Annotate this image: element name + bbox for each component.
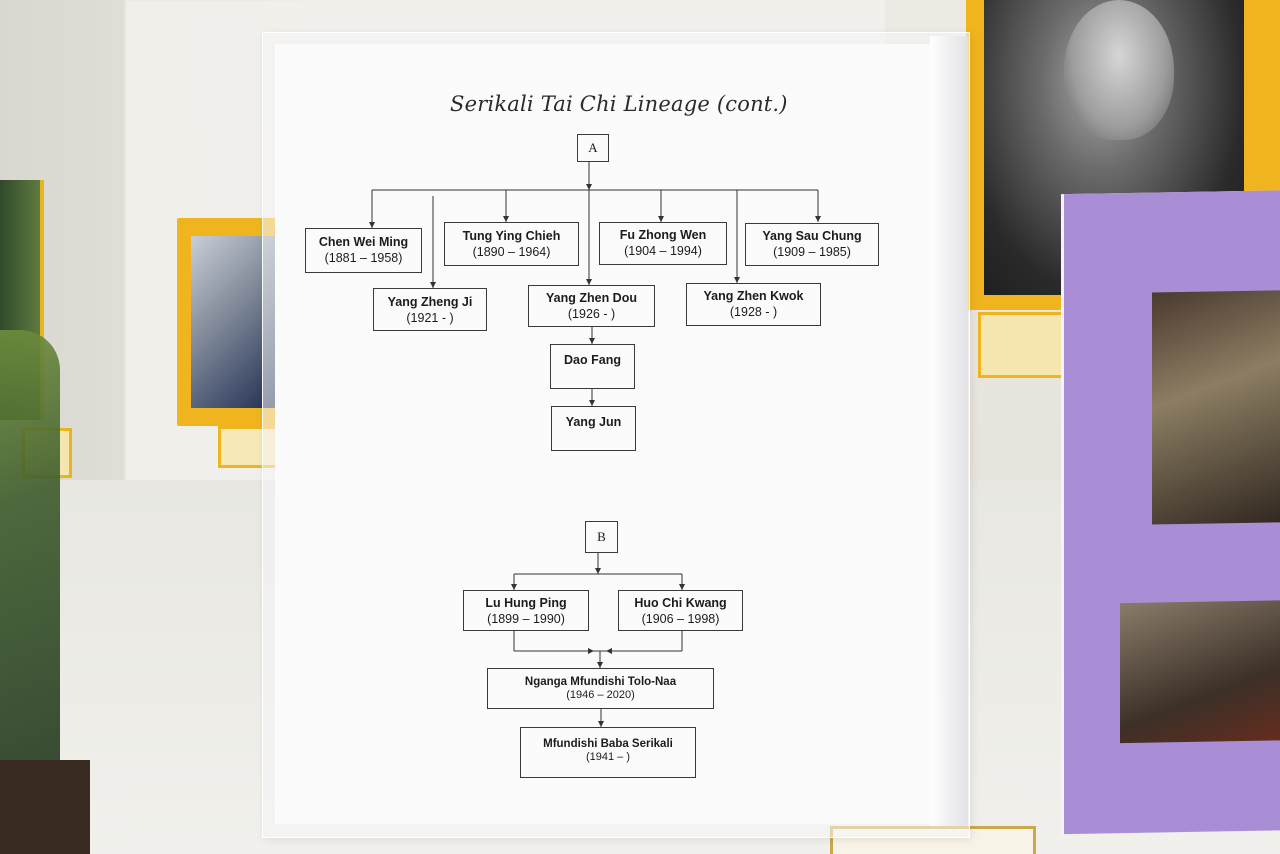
section-a-marker: A — [577, 134, 609, 162]
lineage-node: Fu Zhong Wen (1904 – 1994) — [599, 222, 727, 265]
node-dates: (1904 – 1994) — [624, 243, 702, 258]
lineage-node: Yang Zheng Ji (1921 - ) — [373, 288, 487, 331]
lineage-node: Nganga Mfundishi Tolo-Naa (1946 – 2020) — [487, 668, 714, 709]
node-name: Yang Zheng Ji — [387, 295, 473, 309]
node-dates: (1881 – 1958) — [324, 250, 403, 265]
node-name: Yang Jun — [565, 415, 622, 429]
section-b-marker: B — [585, 521, 618, 553]
node-name: Yang Sau Chung — [762, 229, 862, 243]
node-dates: (1941 – ) — [585, 751, 631, 764]
purple-booklet — [1064, 189, 1280, 835]
node-dates: (1921 - ) — [406, 310, 454, 325]
node-name: Huo Chi Kwang — [634, 596, 727, 610]
lineage-connectors — [369, 162, 821, 727]
lineage-node: Yang Sau Chung (1909 – 1985) — [745, 223, 879, 266]
node-name: Mfundishi Baba Serikali — [543, 738, 673, 750]
lineage-node: Mfundishi Baba Serikali (1941 – ) — [520, 727, 696, 778]
lineage-node: Tung Ying Chieh (1890 – 1964) — [444, 222, 579, 266]
node-dates: (1946 – 2020) — [566, 689, 635, 702]
node-name: Lu Hung Ping — [485, 596, 567, 610]
node-name: Nganga Mfundishi Tolo-Naa — [524, 676, 677, 688]
lineage-node: Yang Zhen Kwok (1928 - ) — [686, 283, 821, 326]
lineage-node: Yang Zhen Dou (1926 - ) — [528, 285, 655, 327]
node-name: Yang Zhen Dou — [546, 291, 637, 305]
lineage-node: Yang Jun — [551, 406, 636, 451]
node-name: Dao Fang — [564, 353, 621, 367]
lineage-node: Lu Hung Ping (1899 – 1990) — [463, 590, 589, 631]
node-name: Fu Zhong Wen — [619, 228, 707, 242]
lineage-node: Dao Fang — [550, 344, 635, 389]
node-dates: (1928 - ) — [729, 304, 778, 319]
node-dates: (1906 – 1998) — [641, 611, 720, 626]
acrylic-holder-edge — [930, 36, 968, 826]
node-dates: (1899 – 1990) — [487, 611, 565, 626]
lineage-node: Chen Wei Ming (1881 – 1958) — [305, 228, 422, 273]
node-dates: (1909 – 1985) — [773, 244, 851, 259]
lineage-sheet: Serikali Tai Chi Lineage (cont.) A Chen … — [275, 44, 930, 824]
node-name: Chen Wei Ming — [318, 235, 409, 249]
plant-leaf — [0, 330, 60, 760]
node-dates: (1890 – 1964) — [472, 244, 551, 259]
node-name: Yang Zhen Kwok — [703, 289, 804, 303]
booklet-photo-crowd — [1120, 599, 1280, 744]
node-dates: (1926 - ) — [567, 306, 616, 321]
booklet-photo-group — [1152, 289, 1280, 525]
lineage-title: Serikali Tai Chi Lineage (cont.) — [450, 92, 788, 116]
floor-shadow — [0, 760, 90, 854]
portrait-face — [1064, 0, 1174, 140]
lineage-node: Huo Chi Kwang (1906 – 1998) — [618, 590, 743, 631]
node-name: Tung Ying Chieh — [462, 229, 561, 243]
